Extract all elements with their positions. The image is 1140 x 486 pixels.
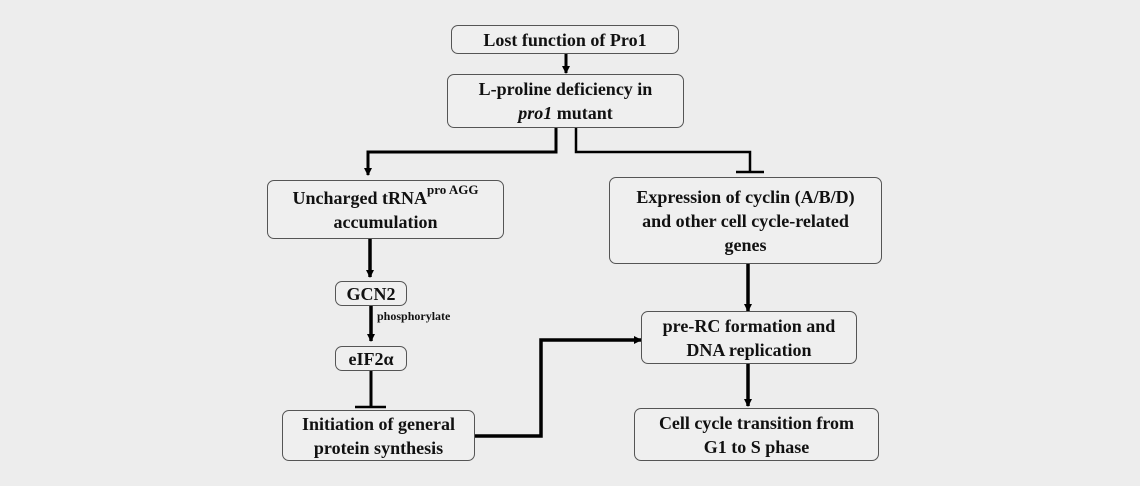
initiation-box: Initiation of general protein synthesis <box>282 410 475 461</box>
lost-function-text: Lost function of Pro1 <box>483 29 647 50</box>
uncharged-line2: accumulation <box>333 211 438 232</box>
transition-box: Cell cycle transition from G1 to S phase <box>634 408 879 461</box>
gcn2-text: GCN2 <box>346 283 396 304</box>
initiation-line1: Initiation of general <box>302 413 455 434</box>
transition-line2: G1 to S phase <box>703 436 810 457</box>
eif2-text: eIF2α <box>348 348 394 369</box>
transition-line1: Cell cycle transition from <box>658 412 855 433</box>
gcn2-box: GCN2 <box>335 281 407 306</box>
uncharged-line1: Uncharged tRNApro AGG <box>292 183 479 210</box>
inhibit-proline-to-expression <box>574 127 752 172</box>
uncharged-sup: pro AGG <box>427 181 479 197</box>
arrow-proline-to-uncharged <box>364 127 558 176</box>
expression-line3: genes <box>724 234 767 255</box>
lost-function-box: Lost function of Pro1 <box>451 25 679 54</box>
prerc-box: pre-RC formation and DNA replication <box>641 311 857 364</box>
initiation-line2: protein synthesis <box>313 437 444 458</box>
phosphorylate-label: phosphorylate <box>377 309 451 323</box>
prerc-line2: DNA replication <box>686 339 812 360</box>
arrow-initiation-to-prerc <box>473 336 642 438</box>
uncharged-text: Uncharged tRNA <box>292 187 428 208</box>
proline-line1: L-proline deficiency in <box>478 79 653 99</box>
proline-rest: mutant <box>552 103 613 123</box>
eif2-box: eIF2α <box>335 346 407 371</box>
prerc-line1: pre-RC formation and <box>662 315 836 336</box>
proline-line2: pro1 mutant <box>518 101 613 125</box>
expression-line2: and other cell cycle-related <box>642 210 849 231</box>
pro1-italic: pro1 <box>518 103 553 123</box>
proline-deficiency-box: L-proline deficiency in pro1 mutant <box>447 74 684 128</box>
expression-line1: Expression of cyclin (A/B/D) <box>636 186 855 207</box>
expression-box: Expression of cyclin (A/B/D) and other c… <box>609 177 882 264</box>
uncharged-trna-box: Uncharged tRNApro AGG accumulation <box>267 180 504 239</box>
